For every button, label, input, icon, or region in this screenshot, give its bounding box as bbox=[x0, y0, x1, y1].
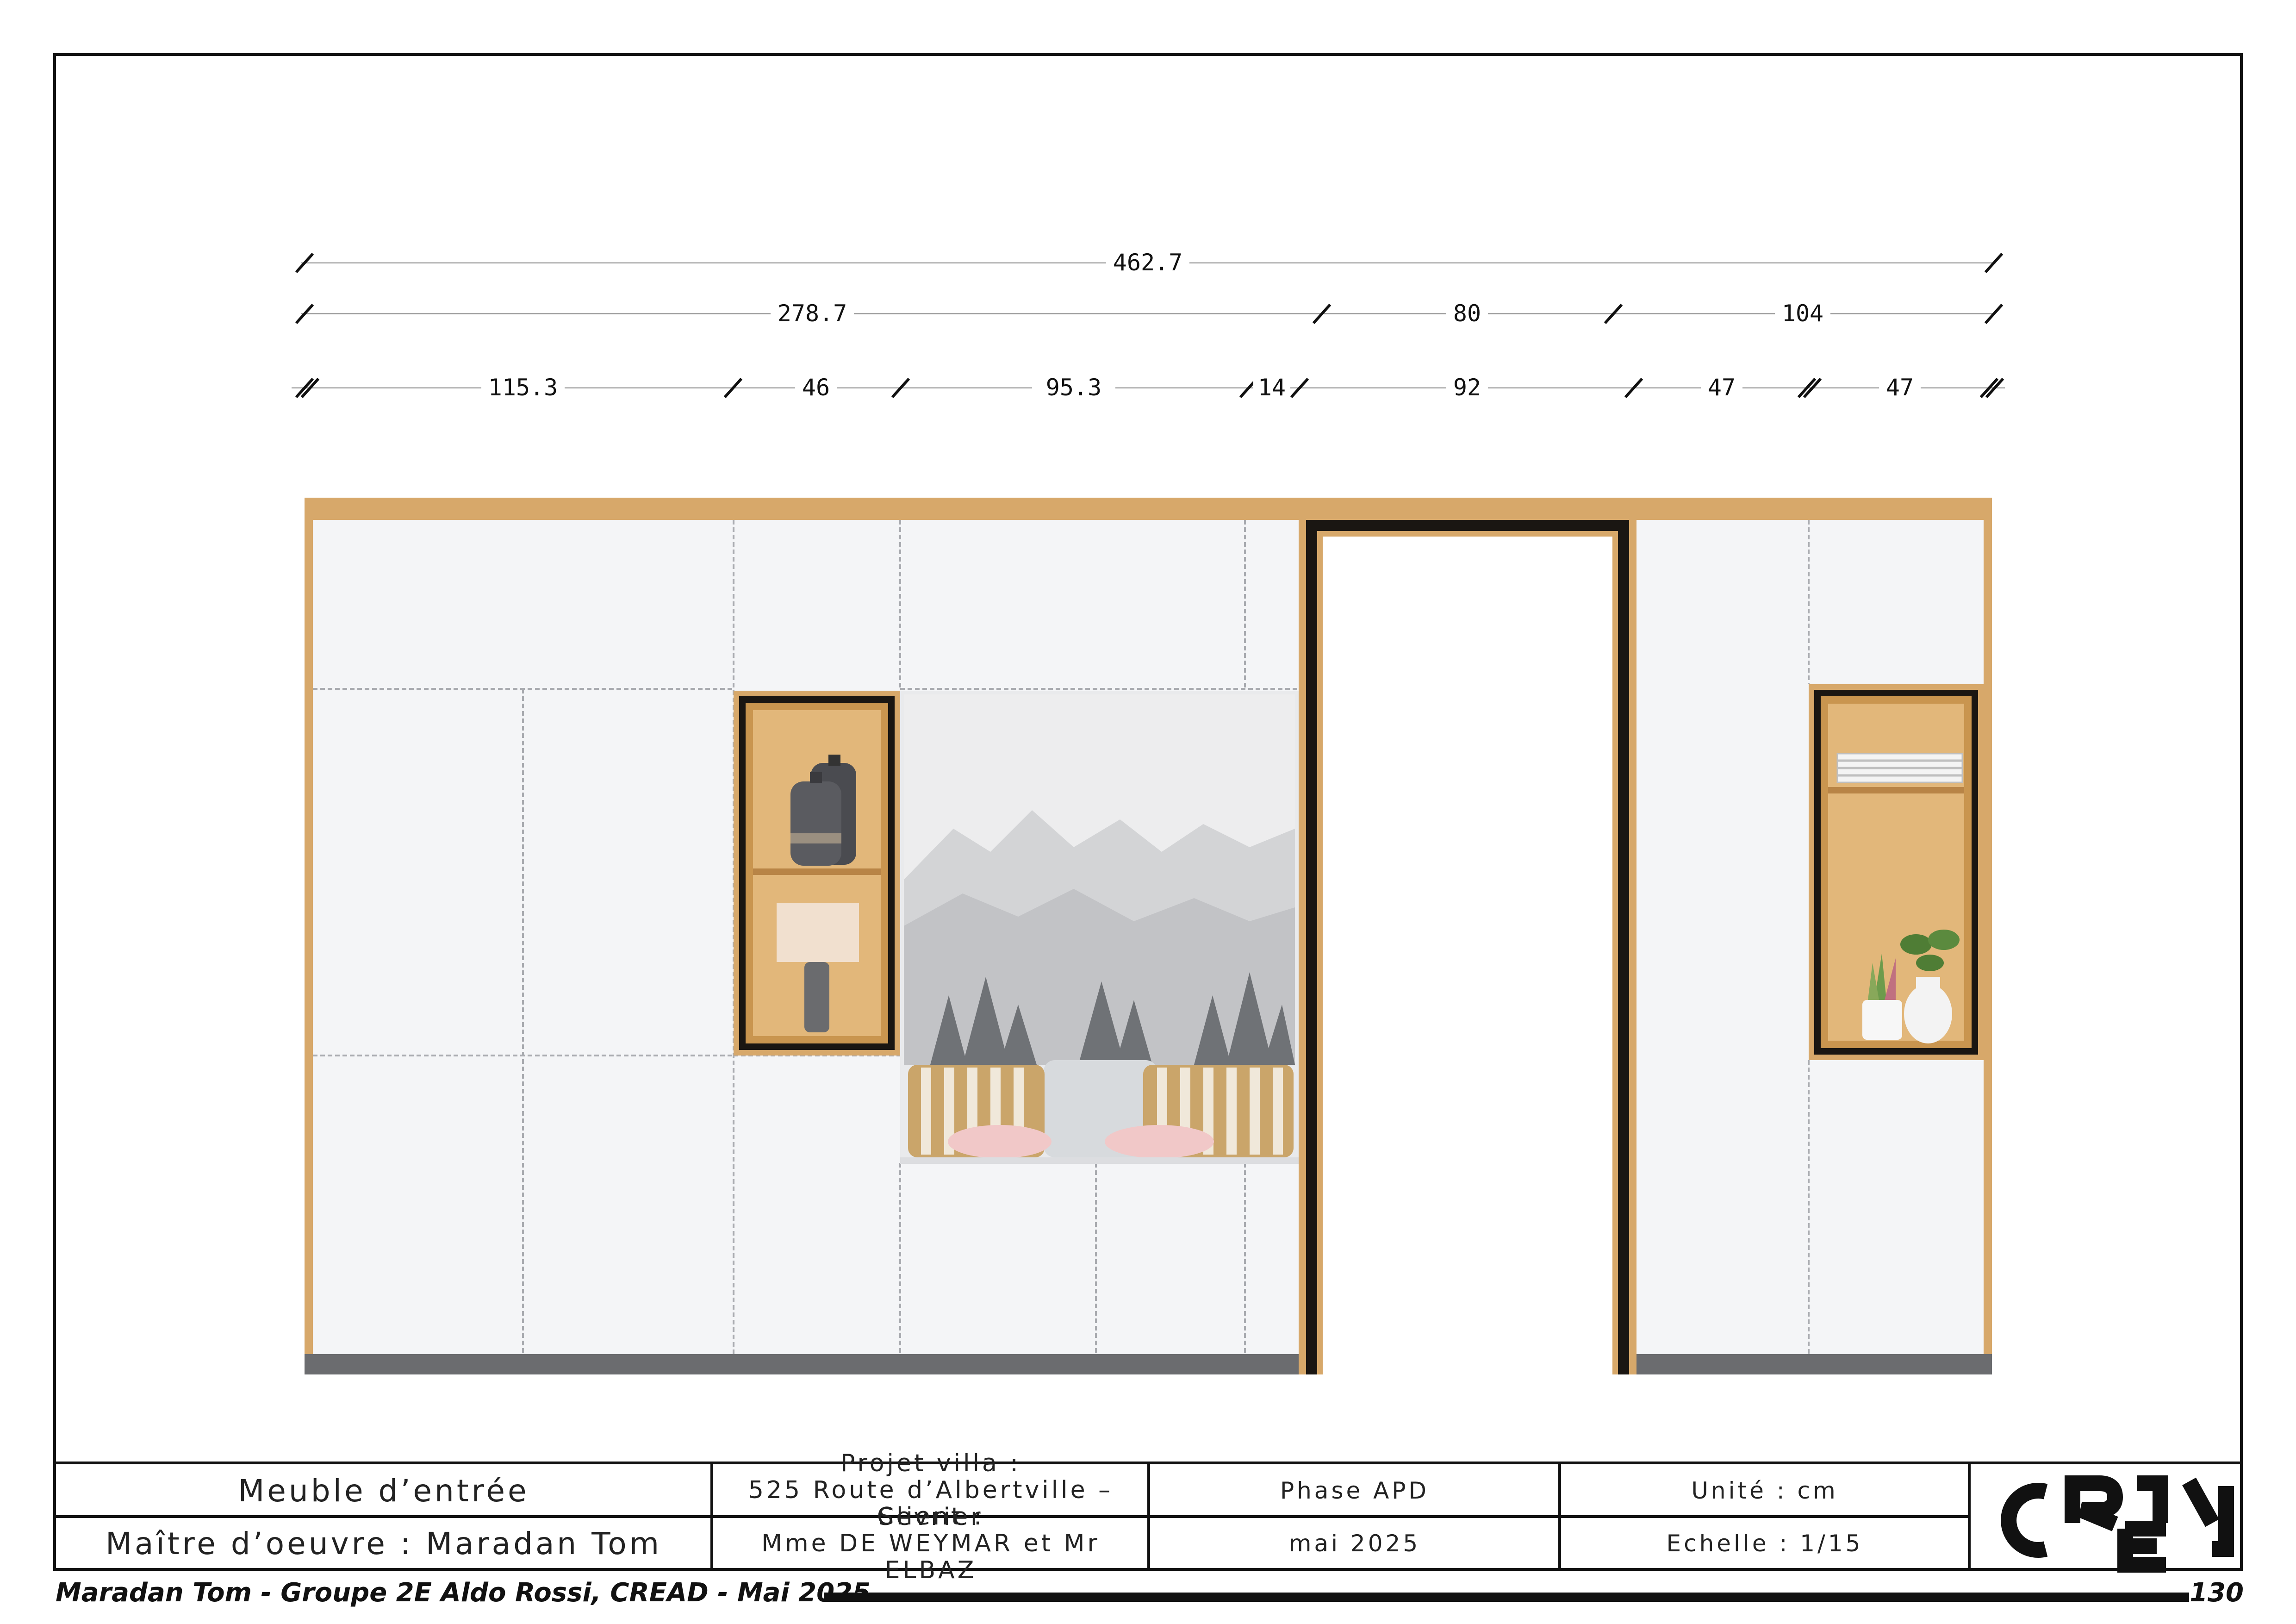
architect-name: Maître d’oeuvre : Maradan Tom bbox=[106, 1525, 662, 1562]
door-opening bbox=[1306, 520, 1629, 1374]
top-wood-band bbox=[305, 498, 1992, 520]
dim-row3-c: 95.3 bbox=[1046, 374, 1101, 401]
phase-label: Phase APD bbox=[1280, 1477, 1430, 1504]
drawing-title: Meuble d’entrée bbox=[238, 1473, 529, 1509]
stacked-plates-icon bbox=[1836, 753, 1963, 783]
dim-row2-c: 104 bbox=[1782, 300, 1823, 327]
title-block-scale: Echelle : 1/15 bbox=[1562, 1519, 1967, 1568]
unit-label: Unité : cm bbox=[1691, 1477, 1838, 1504]
client-names: Mme DE WEYMAR et Mr ELBAZ bbox=[761, 1530, 1100, 1584]
left-wood-edge bbox=[305, 498, 313, 1354]
dim-row2-b: 80 bbox=[1453, 300, 1481, 327]
date-label: mai 2025 bbox=[1288, 1530, 1421, 1557]
project-address: 525 Route d’Albertville – Sevrier bbox=[748, 1476, 1114, 1531]
dimension-labels: 462.7 278.7 80 104 115.3 46 95.3 14 92 4… bbox=[481, 248, 1921, 401]
title-block-client: Client : Mme DE WEYMAR et Mr ELBAZ bbox=[715, 1503, 1147, 1584]
footer-credit: Maradan Tom - Groupe 2E Aldo Rossi, CREA… bbox=[56, 1578, 871, 1608]
table-lamp-icon bbox=[777, 903, 859, 1032]
dim-row3-a: 115.3 bbox=[488, 374, 558, 401]
footer-rule bbox=[824, 1593, 2189, 1602]
dim-overall: 462.7 bbox=[1113, 249, 1183, 276]
right-niche bbox=[1809, 684, 1984, 1060]
dim-row3-e: 92 bbox=[1453, 374, 1481, 401]
dim-row3-d: 14 bbox=[1258, 374, 1286, 401]
project-label: Projet villa : bbox=[840, 1449, 1021, 1477]
page-number: 130 bbox=[2190, 1578, 2244, 1608]
plinth-left bbox=[305, 1354, 1299, 1374]
left-niche bbox=[734, 691, 900, 1056]
dimension-ticks bbox=[295, 252, 2004, 399]
cabinet-wall bbox=[305, 498, 1992, 1374]
right-section-start-edge bbox=[1629, 520, 1636, 1354]
title-block-grid bbox=[53, 1462, 2243, 1571]
right-wood-edge bbox=[1984, 498, 1992, 1354]
bench-seat bbox=[900, 1157, 1299, 1164]
title-block-date: mai 2025 bbox=[1151, 1519, 1558, 1568]
dim-row3-b: 46 bbox=[802, 374, 830, 401]
title-block-title: Meuble d’entrée bbox=[57, 1466, 710, 1516]
bench-alcove bbox=[900, 691, 1299, 1164]
title-block-architect: Maître d’oeuvre : Maradan Tom bbox=[57, 1519, 710, 1568]
cushion-pink-left bbox=[948, 1125, 1052, 1158]
cushion-pink-right bbox=[1105, 1125, 1214, 1158]
client-label: Client : bbox=[877, 1503, 985, 1530]
plinth-right bbox=[1629, 1354, 1992, 1374]
left-section-end-edge bbox=[1299, 520, 1306, 1354]
vase-decor bbox=[790, 755, 856, 866]
scale-label: Echelle : 1/15 bbox=[1666, 1530, 1863, 1557]
dim-row3-g: 47 bbox=[1886, 374, 1914, 401]
title-block-project: Projet villa : 525 Route d’Albertville –… bbox=[715, 1450, 1147, 1530]
dim-row2-a: 278.7 bbox=[778, 300, 847, 327]
dim-row3-f: 47 bbox=[1708, 374, 1736, 401]
potted-plant-icon bbox=[1862, 930, 1960, 1043]
title-block-phase: Phase APD bbox=[1151, 1466, 1558, 1516]
title-block-unit: Unité : cm bbox=[1562, 1466, 1967, 1516]
dimension-lines bbox=[292, 262, 2005, 388]
cread-logo bbox=[2001, 1475, 2234, 1573]
